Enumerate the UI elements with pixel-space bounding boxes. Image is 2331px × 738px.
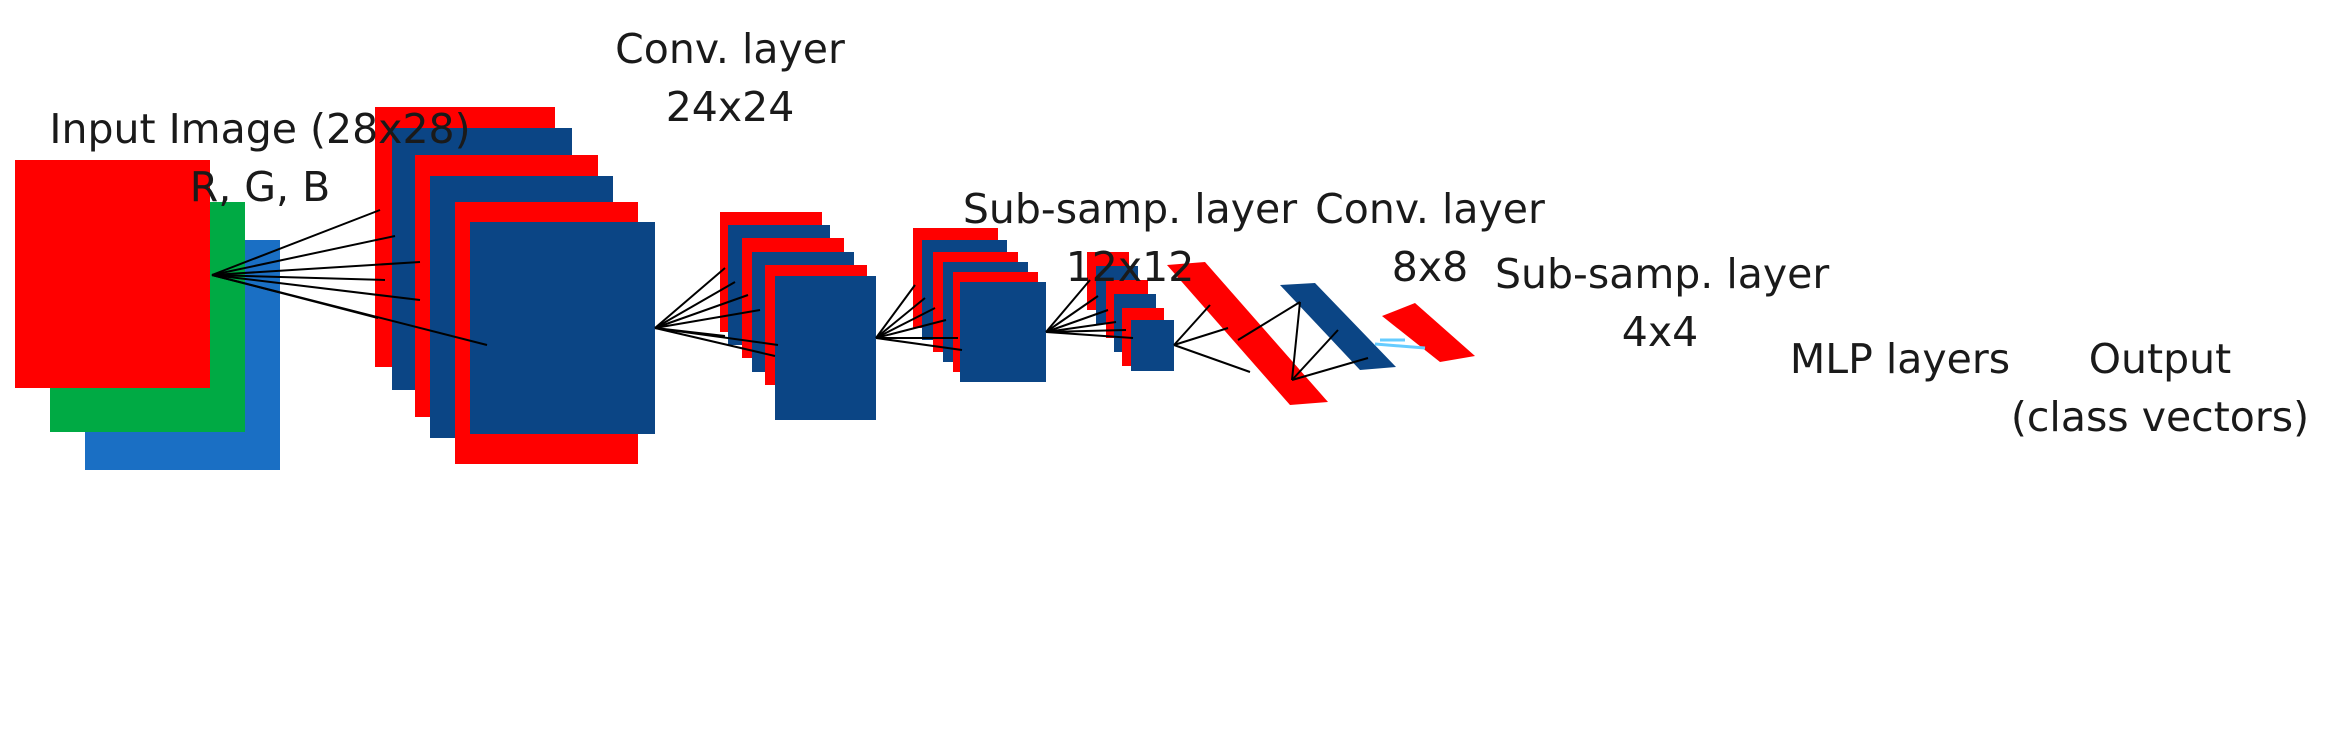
conv1-map xyxy=(470,222,655,434)
connection-line xyxy=(1291,301,1301,381)
connection-line xyxy=(654,309,761,329)
output-subtitle: (class vectors) xyxy=(2010,393,2310,441)
conv-layer-1-title: Conv. layer xyxy=(615,25,845,73)
connection-line xyxy=(211,274,386,281)
connection-line xyxy=(1045,321,1117,333)
connection-line xyxy=(875,284,916,339)
input-channel-r xyxy=(15,160,210,388)
mlp-layers-label: MLP layers xyxy=(1765,330,2035,388)
connection-line xyxy=(654,327,779,346)
connection-line xyxy=(654,327,776,357)
output-label: Output (class vectors) xyxy=(2010,330,2310,446)
subsamp-layer-2-size: 4x4 xyxy=(1621,308,1699,356)
connection-line xyxy=(211,235,396,276)
connection-line xyxy=(1374,342,1426,350)
subsamp-layer-1-size: 12x12 xyxy=(1065,243,1195,291)
connection-line xyxy=(1045,309,1109,333)
connection-line xyxy=(654,267,726,329)
input-image-title: Input Image (28x28) xyxy=(49,105,471,153)
connection-line xyxy=(875,307,936,339)
connection-line xyxy=(1173,327,1229,346)
conv-layer-2-title: Conv. layer xyxy=(1315,185,1545,233)
output-vector xyxy=(1382,303,1475,362)
connection-line xyxy=(875,319,947,339)
connection-line xyxy=(654,294,749,329)
connection-line xyxy=(1045,329,1127,333)
connection-line xyxy=(1173,344,1251,373)
connection-line xyxy=(211,261,421,276)
connection-line xyxy=(211,274,488,346)
connection-line xyxy=(1291,357,1369,381)
connection-line xyxy=(1045,279,1091,333)
input-image-channels: R, G, B xyxy=(189,163,331,211)
connection-line xyxy=(211,274,421,301)
connection-line xyxy=(1237,301,1301,341)
conv-layer-1-label: Conv. layer 24x24 xyxy=(560,20,900,136)
connection-line xyxy=(654,281,736,329)
subsamp-layer-2-title: Sub-samp. layer xyxy=(1495,250,1830,298)
conv-layer-2-label: Conv. layer 8x8 xyxy=(1295,180,1565,296)
conv-layer-1-size: 24x24 xyxy=(665,83,795,131)
output-title: Output xyxy=(2088,335,2232,383)
connection-line xyxy=(875,337,963,351)
connection-line xyxy=(1173,304,1211,346)
connection-line xyxy=(1045,331,1134,339)
input-image-label: Input Image (28x28) R, G, B xyxy=(30,100,490,216)
mlp-layer-2 xyxy=(1280,283,1396,370)
connection-line xyxy=(211,209,381,276)
subsamp-layer-2-label: Sub-samp. layer 4x4 xyxy=(1495,245,1830,361)
conv2-map xyxy=(960,282,1046,382)
connection-line xyxy=(1045,295,1099,333)
subsamp-layer-1-label: Sub-samp. layer 12x12 xyxy=(960,180,1300,296)
connection-line xyxy=(1291,329,1339,381)
subsamp-layer-1-title: Sub-samp. layer xyxy=(962,185,1298,233)
mlp-layers-title: MLP layers xyxy=(1789,335,2011,383)
conv-layer-2-size: 8x8 xyxy=(1391,243,1469,291)
subsamp2-map xyxy=(1131,320,1174,371)
connection-line xyxy=(875,297,926,339)
subsamp1-map xyxy=(775,276,876,420)
